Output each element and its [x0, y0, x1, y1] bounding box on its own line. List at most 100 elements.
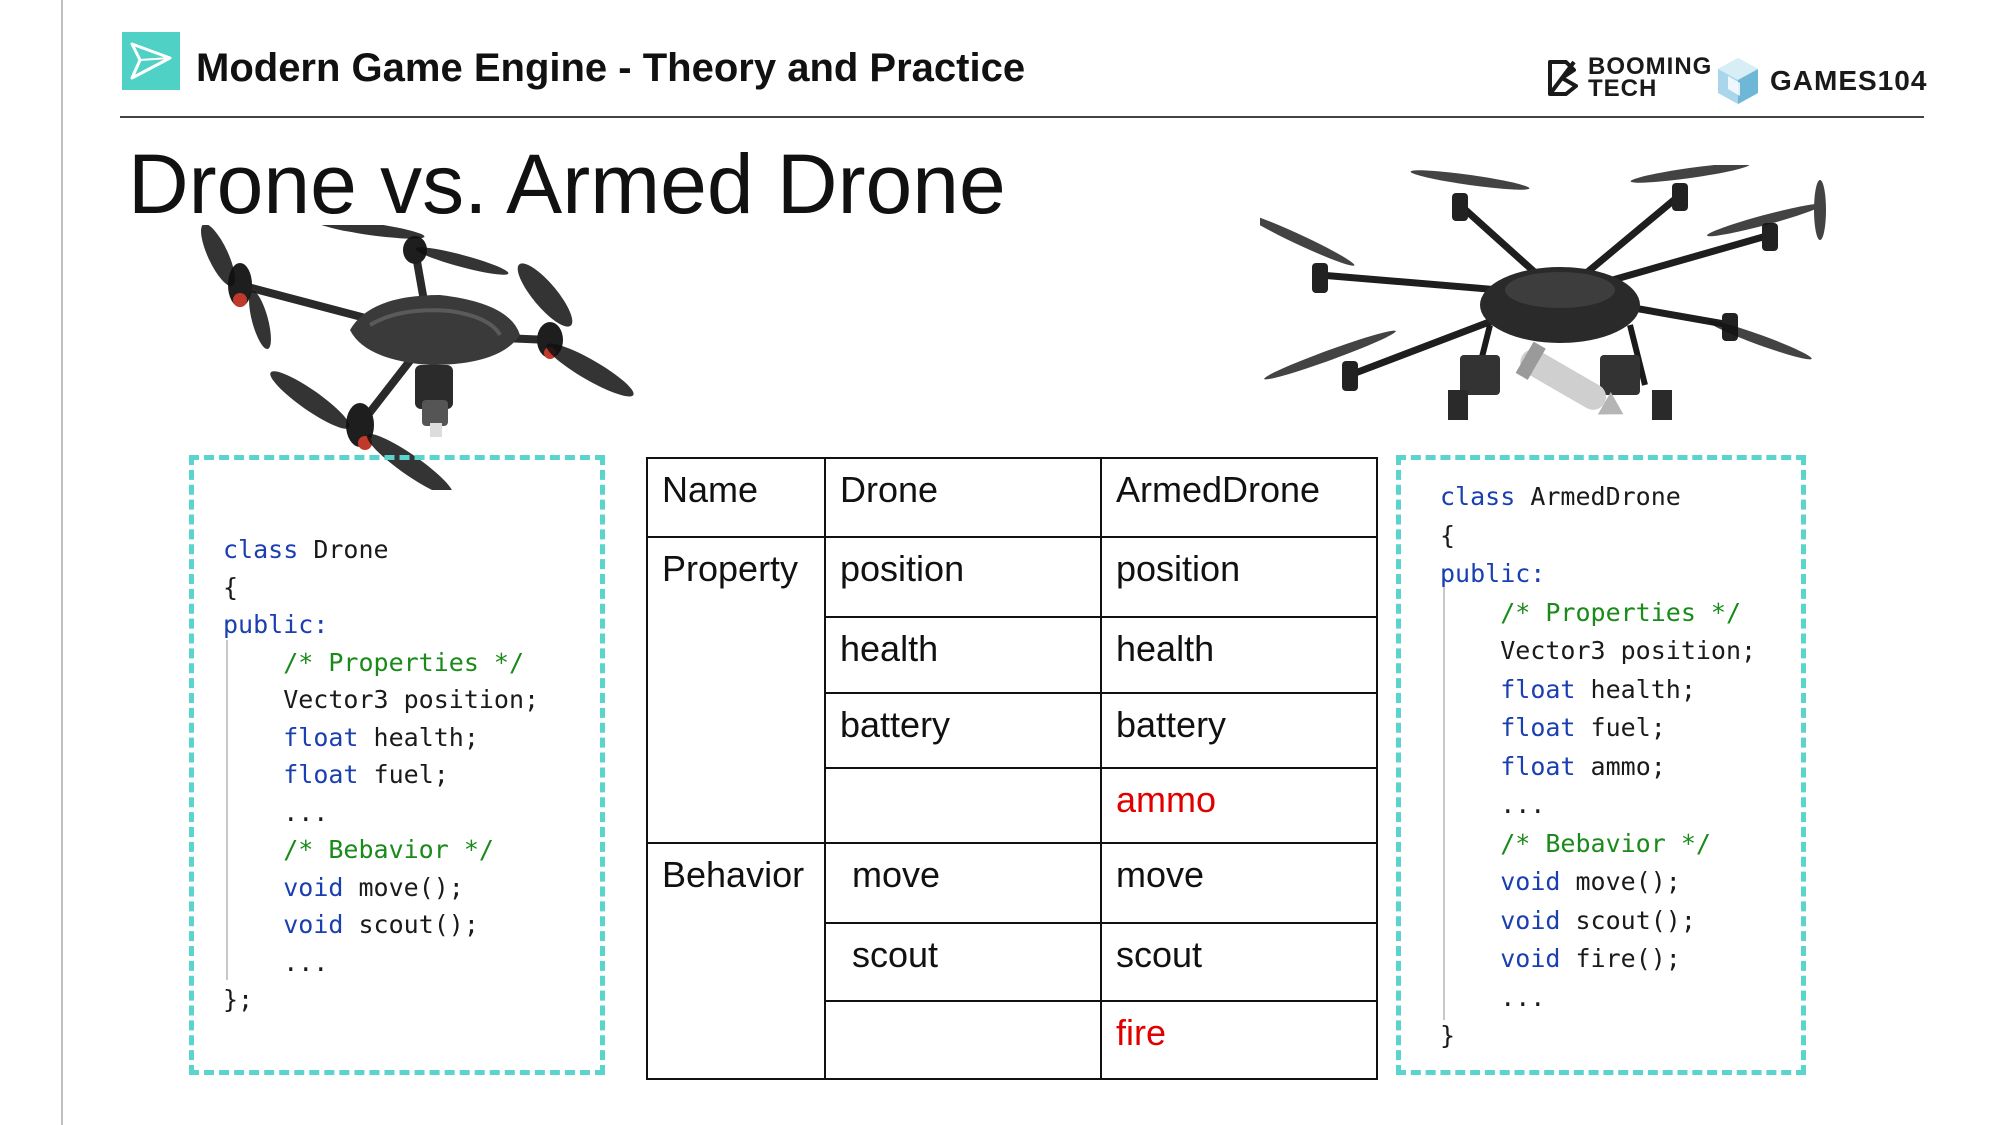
games104-wordmark: GAMES104 [1770, 65, 1928, 96]
armed-cell: health [1100, 616, 1378, 694]
drone-cell: health [824, 616, 1102, 694]
code-line: void fire(); [1440, 940, 1756, 979]
course-title: Modern Game Engine - Theory and Practice [196, 46, 1026, 90]
code-line: float health; [1440, 671, 1756, 710]
booming-tech-wordmark: BOOMING TECH [1588, 53, 1713, 102]
code-text: health; [1575, 674, 1696, 704]
code-keyword: void [1500, 867, 1561, 896]
drone-cell: battery [824, 692, 1102, 769]
code-text [223, 873, 283, 902]
code-keyword: public: [223, 610, 329, 639]
code-line: public: [1440, 555, 1756, 594]
code-text: }; [223, 985, 254, 1014]
code-line: ... [1440, 786, 1756, 825]
table-row: health health [647, 616, 1378, 694]
drone-cell [824, 1000, 1102, 1080]
drone-class-code: class Drone { public: /* Properties */ Vec… [223, 531, 539, 1019]
code-keyword: void [1500, 905, 1561, 935]
code-line: void move(); [223, 869, 539, 907]
drone-cell: move [824, 842, 1102, 924]
armed-drone-class-code: class ArmedDrone{public: /* Properties *… [1440, 478, 1756, 1056]
code-indent-guide [226, 640, 228, 980]
table-row: ammo [647, 767, 1378, 844]
drone-class-code-box [189, 455, 605, 1075]
table-header-row: Name Drone ArmedDrone [646, 457, 1378, 538]
code-keyword: float [1500, 713, 1576, 742]
code-keyword: void [1500, 944, 1561, 973]
code-text: Vector3 position; [223, 685, 540, 714]
code-text: Drone [298, 535, 389, 564]
code-keyword: float [283, 760, 359, 789]
code-text [1440, 675, 1500, 704]
code-keyword: float [283, 722, 359, 752]
code-text [223, 760, 283, 789]
code-text: ... [1440, 982, 1546, 1012]
comparison-table: Name Drone ArmedDrone Property position … [646, 457, 1378, 1080]
code-line: }; [223, 981, 539, 1019]
drone-cell: position [824, 536, 1102, 618]
code-text [1440, 752, 1500, 781]
code-keyword: void [283, 872, 344, 902]
code-line: float ammo; [1440, 748, 1756, 787]
code-text: ... [223, 797, 329, 827]
code-line: { [1440, 517, 1756, 556]
code-text [223, 910, 283, 939]
code-line: ... [223, 944, 539, 982]
code-keyword: float [1500, 751, 1576, 781]
header-armed-drone: ArmedDrone [1100, 457, 1378, 538]
armed-drone-class-code-box [1396, 455, 1806, 1075]
header-name: Name [646, 457, 826, 538]
table-row: battery battery [647, 692, 1378, 769]
code-line: } [1440, 1017, 1756, 1056]
header-divider [120, 116, 1924, 118]
booming-tech-logo: BOOMING TECH [1546, 53, 1713, 102]
code-text [1440, 867, 1500, 896]
code-text: Vector3 position; [1440, 636, 1757, 665]
table-row: Property position position [646, 536, 1378, 844]
code-text: { [223, 572, 239, 602]
code-line: void scout(); [1440, 902, 1756, 941]
code-keyword: float [1500, 674, 1576, 704]
left-margin-rule [61, 0, 63, 1125]
drone-cell [824, 767, 1102, 844]
code-text [1440, 906, 1500, 935]
code-line: ... [223, 794, 539, 832]
code-line: ... [1440, 979, 1756, 1018]
code-line: class ArmedDrone [1440, 478, 1756, 517]
code-line: Vector3 position; [223, 681, 539, 719]
code-text [1440, 713, 1500, 742]
code-text: ArmedDrone [1515, 482, 1681, 511]
code-keyword: void [283, 910, 344, 939]
table-row: scout scout [647, 922, 1378, 1002]
course-logo [122, 32, 180, 90]
code-comment: /* Bebavior */ [223, 835, 494, 864]
behavior-label: Behavior [646, 842, 826, 1080]
code-text: { [1440, 520, 1456, 550]
code-text: ... [223, 947, 329, 977]
booming-tech-mark-icon [1548, 60, 1578, 96]
code-line: public: [223, 606, 539, 644]
armed-cell: battery [1100, 692, 1378, 769]
code-line: Vector3 position; [1440, 632, 1756, 671]
games104-cube-icon [1718, 58, 1758, 104]
code-text: move(); [343, 872, 464, 902]
header-drone: Drone [824, 457, 1102, 538]
code-line: /* Properties */ [223, 644, 539, 682]
code-comment: /* Bebavior */ [1440, 828, 1711, 858]
code-line: /* Properties */ [1440, 594, 1756, 633]
armed-cell: move [1100, 842, 1378, 924]
code-text: scout(); [343, 910, 479, 939]
code-indent-guide [1443, 580, 1445, 1020]
code-keyword: class [1440, 482, 1516, 511]
code-keyword: class [223, 535, 299, 564]
code-text: } [1440, 1021, 1456, 1050]
armed-drone-photo [1260, 165, 1826, 420]
code-line: float fuel; [1440, 709, 1756, 748]
code-comment: /* Properties */ [1440, 597, 1742, 627]
code-text: move(); [1560, 867, 1681, 896]
property-label: Property [646, 536, 826, 844]
code-line: { [223, 569, 539, 607]
code-line: /* Bebavior */ [223, 831, 539, 869]
code-text: health; [358, 722, 479, 752]
table-row: Behavior move move [646, 842, 1378, 1080]
